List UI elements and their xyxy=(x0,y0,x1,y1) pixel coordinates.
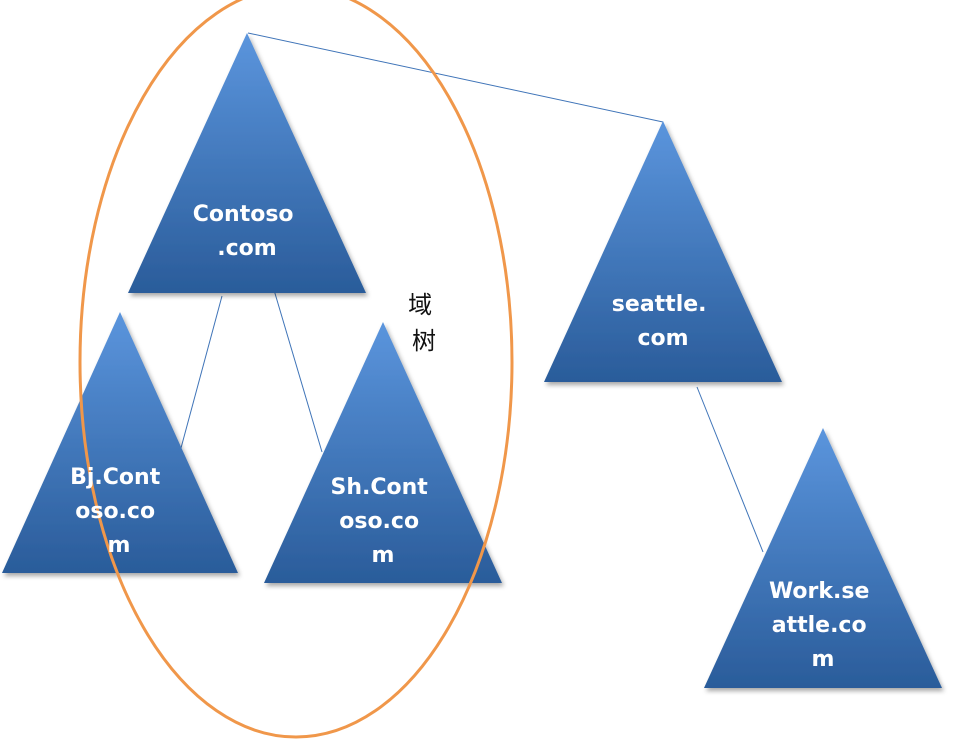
sh-contoso-label: Sh.Cont oso.co m xyxy=(331,475,436,568)
contoso-label-line-1: Contoso xyxy=(193,202,294,227)
connector-contoso-sh xyxy=(273,289,323,453)
seattle-label: seattle. com xyxy=(612,292,714,351)
seattle-domain-triangle xyxy=(544,121,782,382)
sh-contoso-domain-triangle xyxy=(264,322,502,583)
bj-label-line-2: oso.co xyxy=(75,499,155,524)
bj-label-line-1: Bj.Cont xyxy=(70,465,161,490)
connector-seattle-work xyxy=(696,386,764,553)
contoso-domain-triangle xyxy=(128,33,366,293)
connector-contoso-seattle xyxy=(247,32,664,123)
work-label-line-2: attle.co xyxy=(772,613,867,638)
work-label-line-3: m xyxy=(812,647,835,672)
seattle-label-line-1: seattle. xyxy=(612,292,707,317)
seattle-label-line-2: com xyxy=(637,326,688,351)
connector-contoso-bj xyxy=(180,295,223,449)
contoso-label-line-2: .com xyxy=(217,236,276,261)
sh-label-line-2: oso.co xyxy=(339,509,419,534)
bj-label-line-3: m xyxy=(108,533,131,558)
domain-tree-label-line-1: 域 xyxy=(408,291,432,319)
contoso-label: Contoso .com xyxy=(193,202,301,261)
domain-tree-label-line-2: 树 xyxy=(412,327,436,355)
bj-contoso-domain-triangle xyxy=(2,312,238,573)
bj-contoso-label: Bj.Cont oso.co m xyxy=(70,465,168,558)
work-seattle-label: Work.se attle.co m xyxy=(769,579,877,672)
sh-label-line-3: m xyxy=(372,543,395,568)
sh-label-line-1: Sh.Cont xyxy=(331,475,429,500)
work-seattle-domain-triangle xyxy=(704,428,942,688)
work-label-line-1: Work.se xyxy=(769,579,869,604)
domain-tree-ellipse xyxy=(78,0,514,739)
domain-tree-label: 域 树 xyxy=(408,291,440,355)
